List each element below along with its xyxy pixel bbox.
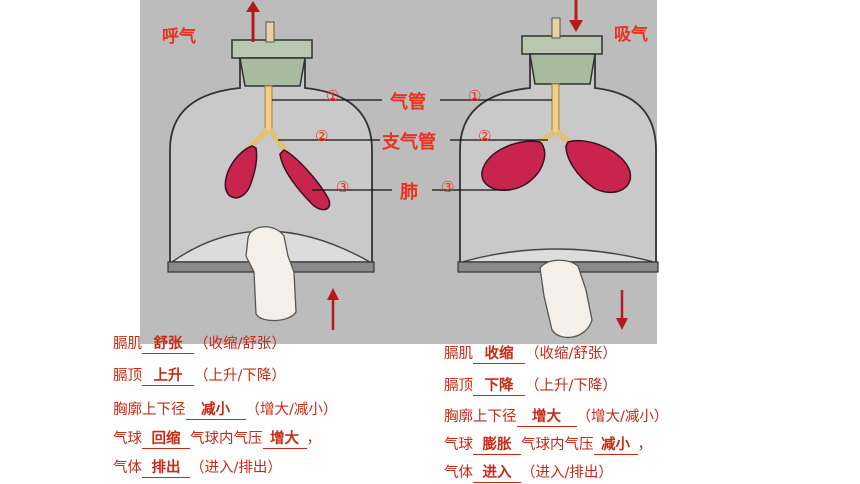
left-stopper (239, 57, 306, 87)
right-stopper-top (521, 35, 603, 55)
exhale-title: 呼气 (162, 27, 196, 47)
marker-2-right: ② (478, 127, 492, 145)
left-tube-top (265, 21, 275, 43)
bronchi-label: 支气管 (382, 132, 436, 153)
row-options: （进入/排出） (190, 460, 282, 476)
answer-blank: 减小 (185, 402, 246, 420)
marker-3-right: ③ (441, 178, 455, 196)
answer-blank: 回缩 (142, 431, 190, 449)
left-hand (245, 226, 297, 322)
row-options: （上升/下降） (525, 378, 617, 394)
inhale-balloon-row: 气球膨胀气球内气压减小， (444, 433, 652, 455)
right-membrane (461, 248, 655, 263)
left-up-arrow-bottom-head (327, 288, 339, 300)
row-label: 膈顶 (113, 368, 142, 384)
trachea-label: 气管 (390, 92, 426, 113)
answer-blank: 进入 (473, 465, 521, 483)
exhale-balloon-row: 气球回缩气球内气压增大， (113, 427, 321, 449)
inhale-diaphragm-row: 膈肌收缩（收缩/舒张） (444, 342, 617, 364)
row-label: 膈肌 (113, 336, 142, 352)
inhale-top-row: 膈顶下降（上升/下降） (444, 374, 617, 396)
right-jar (457, 0, 659, 339)
inhale-air-row: 气体进入（进入/排出） (444, 461, 613, 483)
answer-blank: 增大 (516, 409, 577, 427)
right-balloon-right (565, 139, 632, 193)
row-label: 气体 (113, 460, 142, 476)
inhale-title: 吸气 (614, 25, 648, 45)
right-trachea (551, 83, 560, 135)
marker-1-left: ① (326, 87, 340, 105)
row-label: 气球 (113, 431, 142, 447)
exhale-top-row: 膈顶上升（上升/下降） (113, 364, 286, 386)
lung-label: 肺 (400, 182, 418, 203)
row-options: （收缩/舒张） (194, 336, 286, 352)
exhale-air-row: 气体排出（进入/排出） (113, 456, 282, 478)
row-options: （进入/排出） (521, 465, 613, 481)
row-options: （上升/下降） (194, 368, 286, 384)
left-balloon-left (224, 145, 258, 199)
right-down-arrow-bottom-head (616, 318, 628, 330)
row-options: （增大/减小） (576, 409, 669, 425)
row-label: 气体 (444, 465, 473, 481)
marker-1-right: ① (468, 87, 482, 105)
row-options: （收缩/舒张） (525, 346, 617, 362)
row-label: 气球 (444, 437, 473, 453)
answer-blank: 收缩 (473, 346, 525, 364)
row-label: 膈顶 (444, 378, 473, 394)
left-trachea (264, 85, 273, 133)
answer-blank: 膨胀 (473, 437, 521, 455)
leader-lines (272, 99, 552, 191)
right-balloon-left (481, 140, 546, 191)
marker-2-left: ② (315, 127, 329, 145)
row-tail: ， (637, 437, 653, 453)
exhale-diaphragm-row: 膈肌舒张（收缩/舒张） (113, 332, 286, 354)
right-down-arrow-top-head (569, 20, 583, 32)
left-stopper-top (231, 39, 313, 59)
row-label: 胸廓上下径 (444, 409, 517, 425)
right-tube-top (551, 17, 561, 39)
answer-blank: 下降 (473, 378, 525, 396)
left-balloon-right (279, 149, 331, 211)
answer-blank-2: 减小 (593, 437, 638, 455)
left-up-arrow-top-head (246, 1, 260, 12)
row-options: （增大/减小） (245, 402, 338, 418)
row-mid-text: 气球内气压 (190, 431, 263, 447)
row-label: 胸廓上下径 (113, 402, 186, 418)
answer-blank: 上升 (142, 368, 194, 386)
left-jar (167, 1, 375, 330)
answer-blank-2: 增大 (262, 431, 307, 449)
right-hand (539, 259, 593, 339)
row-tail: ， (306, 431, 322, 447)
marker-3-left: ③ (336, 178, 350, 196)
right-stopper (529, 53, 596, 85)
row-label: 膈肌 (444, 346, 473, 362)
exhale-chest-row: 胸廓上下径减小（增大/减小） (113, 398, 337, 420)
answer-blank: 舒张 (142, 336, 194, 354)
answer-blank: 排出 (142, 460, 190, 478)
row-mid-text: 气球内气压 (521, 437, 594, 453)
inhale-chest-row: 胸廓上下径增大（增大/减小） (444, 405, 668, 427)
